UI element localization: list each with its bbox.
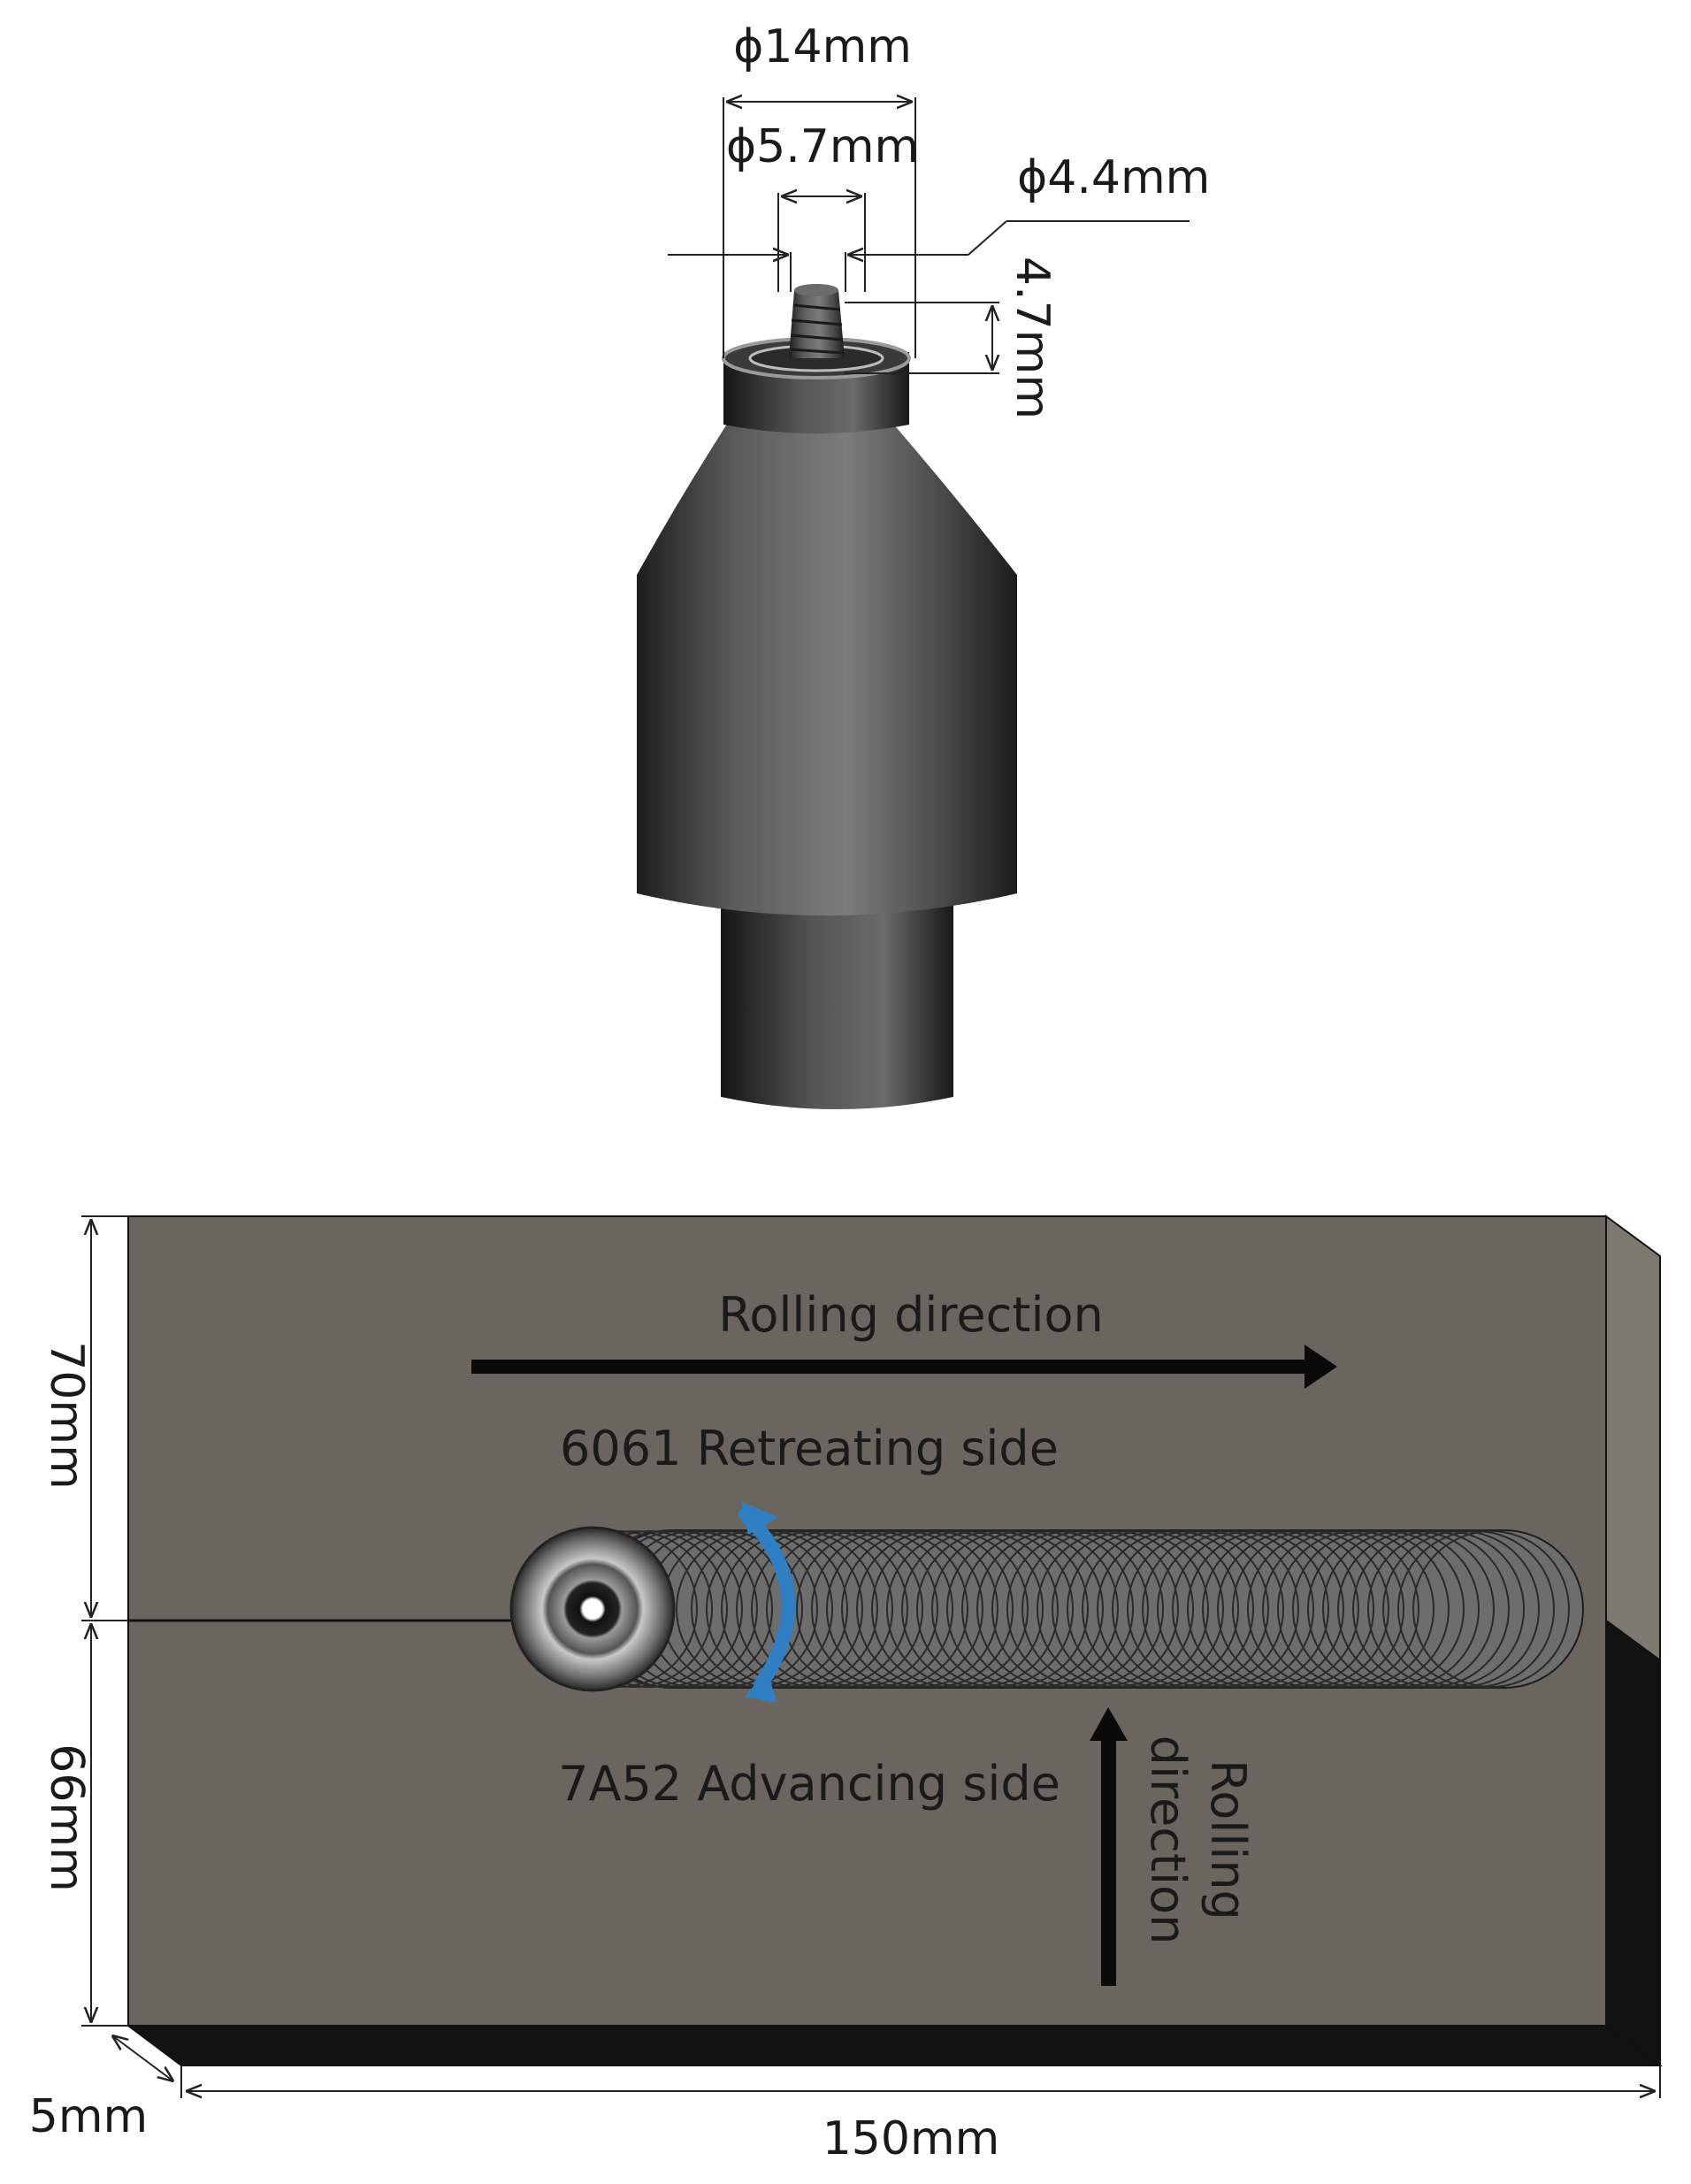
seam-ring: [1397, 1530, 1555, 1688]
rotation-arrow-icon: [738, 1502, 796, 1703]
seam-ring: [1052, 1530, 1209, 1688]
shoulder-diameter-label: ϕ14mm: [733, 20, 912, 73]
seam-ring: [946, 1530, 1104, 1688]
rolling-direction-horizontal-arrow: [471, 1360, 1312, 1374]
seam-ring: [1006, 1530, 1164, 1688]
height-upper-label: 70mm: [40, 1341, 93, 1489]
seam-ring: [796, 1530, 953, 1688]
seam-ring: [1367, 1530, 1525, 1688]
tool-shank: [721, 885, 953, 1109]
seam-ring: [1382, 1530, 1540, 1688]
rolling-direction-vertical-arrow: [1101, 1734, 1116, 1986]
plate-right-face-lower: [1605, 1619, 1661, 2067]
seam-ring: [766, 1530, 923, 1688]
seam-ring: [1142, 1530, 1299, 1688]
seam-ring: [1217, 1530, 1374, 1688]
seam-ring: [1082, 1530, 1239, 1688]
seam-ring: [961, 1530, 1119, 1688]
seam-ring: [1112, 1530, 1269, 1688]
seam-ring: [1097, 1530, 1254, 1688]
tool-dimensions: [668, 97, 1190, 374]
seam-ring: [1021, 1530, 1179, 1688]
retreating-side-label: 6061 Retreating side: [560, 1421, 1059, 1476]
rolling-direction-top-label: Rolling direction: [718, 1287, 1103, 1343]
seam-ring: [1172, 1530, 1329, 1688]
weld-seam: [540, 1529, 1584, 1689]
advancing-side-label: 7A52 Advancing side: [558, 1756, 1060, 1812]
seam-ring: [1292, 1530, 1450, 1688]
seam-ring: [871, 1530, 1029, 1688]
tool-body: [637, 637, 1017, 916]
seam-ring: [826, 1530, 983, 1688]
rolling-direction-arrows: [471, 1345, 1337, 1986]
rolling-direction-side-label-line1: Rolling: [1200, 1759, 1256, 1920]
seam-ring: [706, 1530, 863, 1688]
seam-ring: [1202, 1530, 1359, 1688]
seam-ring: [991, 1530, 1149, 1688]
length-label: 150mm: [823, 2112, 1000, 2165]
seam-ring: [1337, 1530, 1495, 1688]
tool-footprint: [509, 1526, 676, 1692]
seam-ring: [1127, 1530, 1284, 1688]
fsw-tool: [637, 284, 1017, 1109]
seam-ring: [1352, 1530, 1510, 1688]
height-lower-label: 66mm: [40, 1743, 93, 1891]
plate-right-face-upper: [1605, 1215, 1661, 1662]
pin-tip-diameter-label: ϕ4.4mm: [1017, 151, 1210, 204]
seam-ring: [886, 1530, 1044, 1688]
seam-ring: [811, 1530, 968, 1688]
seam-ring: [841, 1530, 999, 1688]
rolling-direction-side-label-line2: direction: [1140, 1736, 1196, 1945]
seam-ring: [916, 1530, 1074, 1688]
seam-ring: [1247, 1530, 1404, 1688]
seam-ring: [1157, 1530, 1314, 1688]
seam-ring: [1262, 1530, 1419, 1688]
plate-dimensions: [81, 1215, 1661, 2098]
seam-ring: [1232, 1530, 1389, 1688]
pin-root-diameter-label: ϕ5.7mm: [726, 120, 919, 173]
seam-ring: [901, 1530, 1059, 1688]
seam-ring: [1412, 1530, 1570, 1688]
seam-ring: [1067, 1530, 1224, 1688]
pin-length-label: 4.7mm: [1006, 257, 1059, 419]
tool-cone: [637, 416, 1017, 663]
thickness-label: 5mm: [29, 2090, 148, 2143]
seam-ring: [1307, 1530, 1465, 1688]
seam-ring: [736, 1530, 893, 1688]
seam-ring: [856, 1530, 1014, 1688]
seam-ring: [976, 1530, 1134, 1688]
seam-ring: [1037, 1530, 1194, 1688]
seam-ring: [721, 1530, 878, 1688]
seam-ring: [931, 1530, 1089, 1688]
seam-ring: [1322, 1530, 1480, 1688]
seam-ring: [1187, 1530, 1344, 1688]
plate-front-face: [126, 2025, 1664, 2066]
seam-ring: [751, 1530, 908, 1688]
seam-ring: [1277, 1530, 1435, 1688]
